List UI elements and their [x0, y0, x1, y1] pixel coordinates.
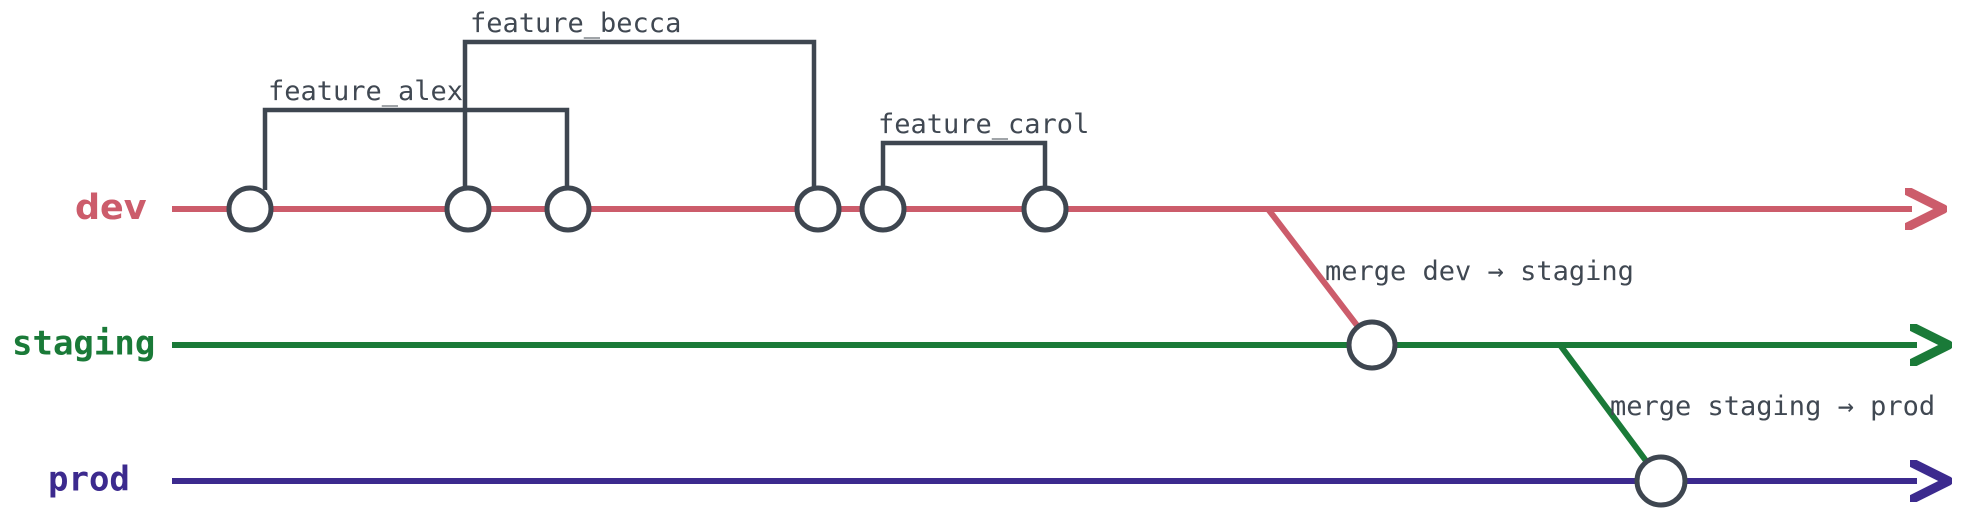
- feature-bracket-feature-becca[interactable]: [462, 39, 817, 190]
- merge-connectors: [1265, 206, 1664, 484]
- commit-node-staging-merge[interactable]: [1346, 319, 1398, 371]
- branch-label-prod[interactable]: prod: [48, 460, 130, 500]
- commit-node-dev-c3[interactable]: [544, 185, 592, 233]
- commit-node-dev-c1[interactable]: [226, 185, 274, 233]
- commit-nodes: [226, 185, 1688, 508]
- merge-line-staging-to-prod[interactable]: [1557, 342, 1664, 484]
- lane-prod: prod: [48, 460, 1917, 500]
- feature-branch-brackets: feature_alex feature_becca feature_carol: [262, 8, 1089, 190]
- lane-staging: staging: [12, 324, 1917, 364]
- branch-label-staging[interactable]: staging: [12, 324, 155, 364]
- feature-branch-label-feature-carol: feature_carol: [878, 109, 1089, 140]
- merge-line-dev-to-staging[interactable]: [1265, 206, 1375, 348]
- commit-node-prod-merge[interactable]: [1634, 454, 1688, 508]
- merge-label-dev-to-staging: merge dev → staging: [1325, 256, 1634, 287]
- commit-node-dev-c4[interactable]: [794, 185, 842, 233]
- lane-dev: dev: [75, 188, 1912, 228]
- branch-label-dev[interactable]: dev: [75, 188, 147, 228]
- feature-bracket-feature-alex[interactable]: [262, 107, 570, 190]
- commit-node-dev-c2[interactable]: [444, 185, 492, 233]
- feature-branch-label-feature-alex: feature_alex: [268, 76, 463, 107]
- feature-branch-label-feature-becca: feature_becca: [470, 8, 681, 39]
- commit-node-dev-c6[interactable]: [1021, 185, 1069, 233]
- commit-node-dev-c5[interactable]: [859, 185, 907, 233]
- merge-annotations: merge dev → staging merge staging → prod: [1325, 256, 1935, 422]
- feature-bracket-feature-carol[interactable]: [880, 140, 1048, 190]
- merge-label-staging-to-prod: merge staging → prod: [1610, 391, 1935, 422]
